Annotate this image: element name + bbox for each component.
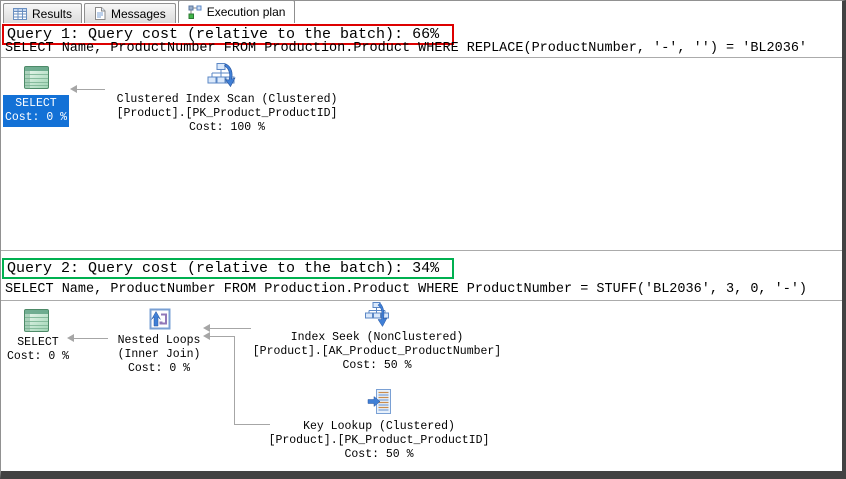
plan-arrow[interactable] — [234, 424, 270, 425]
node-cost: Cost: 0 % — [6, 350, 70, 363]
node-subtitle: (Inner Join) — [117, 348, 201, 361]
node-title: SELECT — [15, 97, 57, 110]
node-title: Clustered Index Scan (Clustered) — [116, 93, 338, 106]
execution-plan-icon — [188, 5, 202, 20]
tab-label: Results — [32, 6, 73, 21]
results-grid-icon — [13, 7, 27, 20]
clustered-index-scan-node[interactable]: Clustered Index Scan (Clustered) [Produc… — [96, 93, 358, 135]
index-seek-icon[interactable] — [364, 301, 390, 334]
plan-arrow[interactable] — [77, 89, 105, 90]
node-cost: Cost: 100 % — [189, 121, 265, 134]
plan-arrowhead[interactable] — [203, 332, 210, 340]
tab-execution-plan[interactable]: Execution plan — [177, 1, 296, 23]
tab-messages[interactable]: Messages — [84, 3, 176, 23]
node-object: [Product].[PK_Product_ProductID] — [116, 107, 338, 120]
node-title: Index Seek (NonClustered) — [290, 331, 464, 344]
query2-cost-text: Query 2: Query cost (relative to the bat… — [7, 260, 440, 277]
tab-label: Messages — [111, 6, 166, 21]
query1-cost-header: Query 1: Query cost (relative to the bat… — [2, 24, 455, 45]
node-title: Nested Loops — [117, 334, 201, 347]
plan-arrow[interactable] — [210, 328, 251, 329]
node-title: SELECT — [17, 336, 59, 349]
select-node-query1[interactable]: SELECT Cost: 0 % — [3, 95, 69, 127]
messages-icon — [94, 7, 106, 20]
node-cost: Cost: 0 % — [4, 111, 68, 124]
node-object: [Product].[AK_Product_ProductNumber] — [252, 345, 502, 358]
query1-sql-text: SELECT Name, ProductNumber FROM Producti… — [5, 41, 808, 56]
clustered-index-scan-icon[interactable] — [205, 62, 239, 97]
section-divider — [1, 250, 842, 251]
node-title: Key Lookup (Clustered) — [303, 420, 455, 433]
node-cost: Cost: 50 % — [342, 359, 412, 372]
tab-label: Execution plan — [206, 5, 286, 19]
node-cost: Cost: 50 % — [344, 448, 414, 461]
node-object: [Product].[PK_Product_ProductID] — [268, 434, 490, 447]
plan-arrowhead[interactable] — [203, 324, 210, 332]
node-cost: Cost: 0 % — [127, 362, 191, 375]
section-divider — [1, 57, 842, 58]
query2-cost-header: Query 2: Query cost (relative to the bat… — [2, 258, 455, 279]
key-lookup-icon[interactable] — [367, 388, 393, 421]
nested-loops-node[interactable]: Nested Loops (Inner Join) Cost: 0 % — [107, 334, 211, 376]
index-seek-node[interactable]: Index Seek (NonClustered) [Product].[AK_… — [247, 331, 507, 373]
plan-arrow[interactable] — [234, 336, 235, 424]
select-node-query2[interactable]: SELECT Cost: 0 % — [1, 336, 75, 364]
plan-arrowhead[interactable] — [70, 85, 77, 93]
plan-arrow[interactable] — [210, 336, 235, 337]
plan-arrow[interactable] — [74, 338, 108, 339]
plan-arrowhead[interactable] — [67, 334, 74, 342]
tab-results[interactable]: Results — [3, 3, 83, 23]
key-lookup-node[interactable]: Key Lookup (Clustered) [Product].[PK_Pro… — [249, 420, 509, 462]
query1-cost-text: Query 1: Query cost (relative to the bat… — [7, 26, 440, 43]
select-result-icon[interactable] — [23, 64, 51, 97]
query2-sql-text: SELECT Name, ProductNumber FROM Producti… — [5, 282, 808, 297]
select-result-icon[interactable] — [23, 307, 51, 340]
section-divider — [1, 300, 842, 301]
nested-loops-icon[interactable] — [147, 305, 173, 338]
results-tab-bar: Results Messages — [1, 1, 842, 23]
